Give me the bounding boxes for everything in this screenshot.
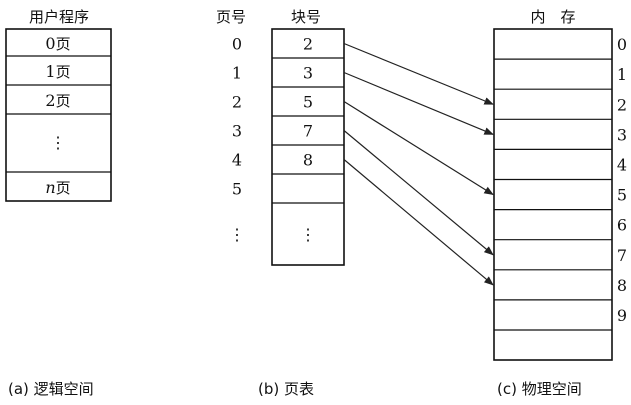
block-number: 5 (303, 93, 313, 112)
frame-number: 4 (617, 155, 627, 174)
mapping-arrow (343, 71, 494, 135)
physical-space-caption: (c) 物理空间 (497, 380, 582, 398)
frame-number: 8 (617, 276, 627, 295)
block-number: 8 (303, 151, 313, 170)
logical-ellipsis: ⋮ (50, 133, 66, 152)
frame-number: 7 (617, 246, 627, 265)
block-column: 2 3 5 7 8 ⋮ (272, 35, 344, 244)
memory-box (493, 28, 613, 361)
logical-page-number: n (45, 178, 55, 197)
logical-page-number: 1 (45, 62, 55, 81)
physical-memory: 内 存 0 1 2 3 4 5 6 7 8 9 (c) 物理空间 (493, 8, 627, 398)
frame-number: 2 (617, 95, 627, 114)
mapping-arrows (343, 42, 494, 286)
page-number: 1 (232, 64, 242, 83)
mapping-arrow (343, 100, 494, 196)
mapping-arrow (343, 130, 494, 256)
logical-page-number: 0 (45, 34, 55, 53)
logical-page-unit: 页 (56, 63, 71, 81)
frame-number: 6 (617, 216, 627, 235)
frame-number: 0 (617, 35, 627, 54)
page-table: 页号 块号 0 1 2 3 4 5 ⋮ 2 3 5 7 8 ⋮ (b) 页表 (216, 8, 345, 398)
logical-page-unit: 页 (56, 35, 71, 53)
logical-page-unit: 页 (56, 92, 71, 110)
page-table-caption: (b) 页表 (258, 380, 314, 398)
block-number: 7 (303, 122, 313, 141)
logical-page-label: n页 (45, 178, 70, 197)
page-number: 2 (232, 93, 242, 112)
memory-frames: 0 1 2 3 4 5 6 7 8 9 (494, 35, 627, 331)
frame-number: 5 (617, 186, 627, 205)
page-number: ⋮ (229, 225, 245, 244)
logical-page-label: 2页 (45, 91, 70, 110)
logical-space-caption: (a) 逻辑空间 (8, 380, 94, 398)
mapping-arrow (343, 42, 494, 105)
page-number: 5 (232, 180, 242, 199)
page-table-box (271, 28, 345, 266)
block-number: 3 (303, 64, 313, 83)
page-number: 3 (232, 122, 242, 141)
logical-page-label: 1页 (45, 62, 70, 81)
logical-space-title: 用户程序 (29, 8, 89, 26)
logical-page-label: 0页 (45, 34, 70, 53)
block-number: 2 (303, 35, 313, 54)
page-number-column: 0 1 2 3 4 5 ⋮ (229, 35, 245, 245)
page-number-header: 页号 (216, 8, 246, 26)
logical-space-box (5, 28, 112, 202)
block-number-header: 块号 (291, 8, 321, 26)
frame-number: 9 (617, 306, 627, 325)
page-number: 0 (232, 35, 242, 54)
memory-title: 内 存 (530, 8, 575, 26)
logical-page-number: 2 (45, 91, 55, 110)
frame-number: 1 (617, 65, 627, 84)
logical-page-unit: 页 (56, 179, 71, 197)
block-number: ⋮ (300, 225, 316, 244)
mapping-arrow (343, 159, 494, 286)
logical-space: 用户程序 0页 1页 2页 ⋮ n页 (a) 逻辑空间 (5, 8, 112, 398)
page-number: 4 (232, 151, 242, 170)
frame-number: 3 (617, 125, 627, 144)
